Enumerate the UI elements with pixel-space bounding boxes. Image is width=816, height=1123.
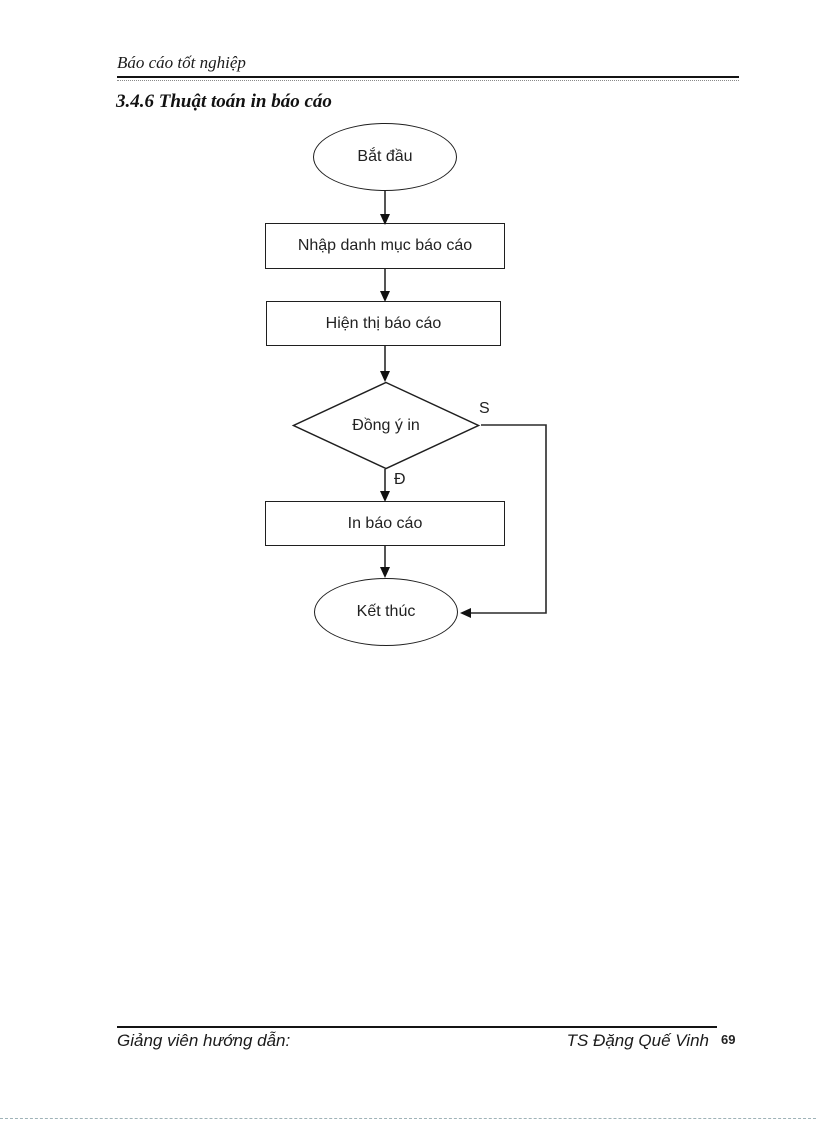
flowchart-process-display-report: Hiện thị báo cáo	[266, 301, 501, 346]
flowchart-start-terminal: Bắt đầu	[313, 123, 457, 191]
decision-label: Đồng ý in	[352, 416, 420, 434]
footer-advisor-label: Giảng viên hướng dẫn:	[117, 1031, 291, 1050]
footer-divider	[117, 1026, 717, 1028]
footer-advisor-name: TS Đặng Quế Vinh	[566, 1031, 709, 1050]
footer: Giảng viên hướng dẫn: TS Đặng Quế Vinh	[117, 1031, 709, 1051]
header-divider	[117, 76, 739, 81]
branch-label-yes: Đ	[394, 471, 406, 488]
flowchart-end-terminal: Kết thúc	[314, 578, 458, 646]
flowchart-process-input-report-list: Nhập danh mục báo cáo	[265, 223, 505, 269]
page-number: 69	[721, 1032, 736, 1047]
branch-label-no: S	[479, 400, 490, 417]
bottom-scan-artifact-line	[0, 1118, 816, 1119]
decision-diamond-shape	[291, 381, 481, 470]
flowchart-decision-agree-to-print: Đồng ý in	[291, 381, 481, 470]
section-heading: 3.4.6 Thuật toán in báo cáo	[116, 91, 332, 112]
page-header-title: Báo cáo tốt nghiệp	[117, 53, 246, 72]
flowchart-process-print-report: In báo cáo	[265, 501, 505, 546]
